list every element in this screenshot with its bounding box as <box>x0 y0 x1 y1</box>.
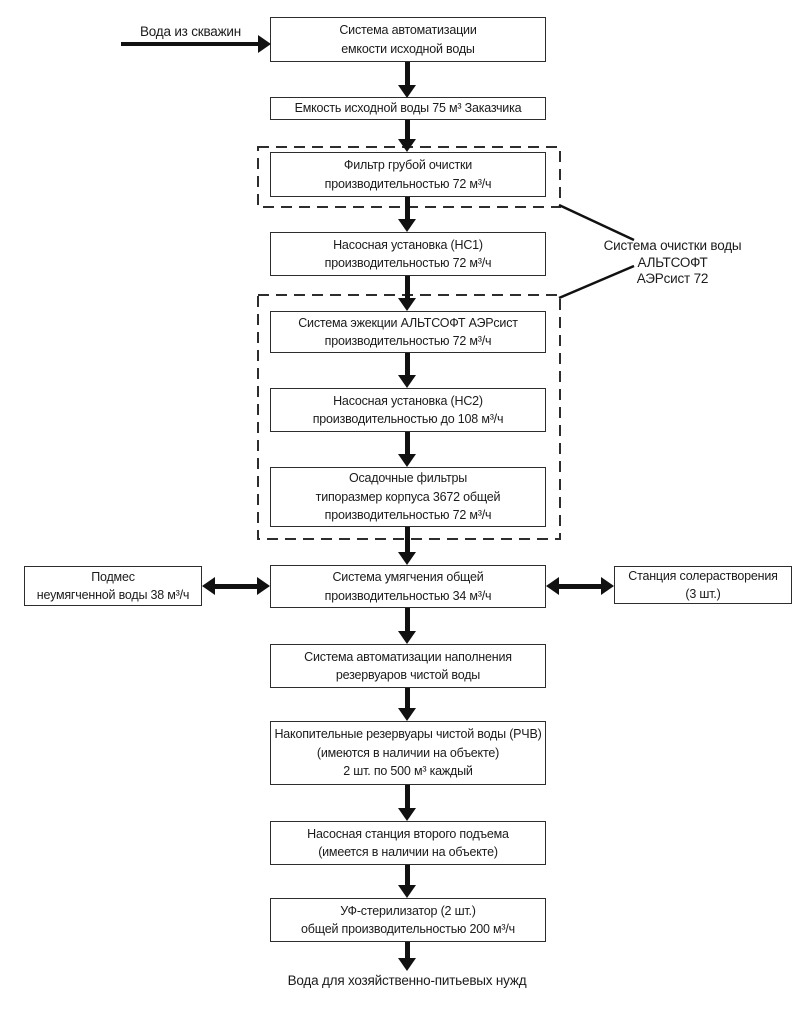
arrow-head-icon <box>398 885 416 898</box>
node-sediment-filters: Осадочные фильтры типоразмер корпуса 367… <box>270 467 546 527</box>
node-coarse-filter: Фильтр грубой очистки производительность… <box>270 152 546 197</box>
arrow-head-icon <box>398 958 416 971</box>
node-automation-source: Система автоматизации емкости исходной в… <box>270 17 546 62</box>
node-pump-ns1: Насосная установка (НС1) производительно… <box>270 232 546 276</box>
arrow-head-icon <box>398 219 416 232</box>
arrow-head-icon <box>398 298 416 311</box>
exchange-arrow-blend <box>202 577 270 595</box>
node-salt-station: Станция солерастворения (3 шт.) <box>614 566 792 604</box>
node-clean-water-tanks: Накопительные резервуары чистой воды (РЧ… <box>270 721 546 785</box>
arrow-shaft <box>404 432 410 454</box>
arrow-shaft <box>404 688 410 708</box>
flow-arrow-to-sediment-filters <box>398 432 416 467</box>
flow-arrow-to-ejection <box>398 276 416 311</box>
output-water-label: Вода для хозяйственно-питьевых нужд <box>287 973 527 988</box>
node-blend-unsoftened: Подмес неумягченной воды 38 м³/ч <box>24 566 202 606</box>
arrow-head-icon <box>202 577 215 595</box>
node-ejection-system: Система эжекции АЛЬТСОФТ АЭРсист произво… <box>270 311 546 353</box>
input-flow-arrow <box>121 35 271 53</box>
node-source-tank: Емкость исходной воды 75 м³ Заказчика <box>270 97 546 120</box>
annotation-connector-top <box>558 203 635 242</box>
arrow-shaft <box>559 583 601 589</box>
node-pump-ns2: Насосная установка (НС2) производительно… <box>270 388 546 432</box>
arrow-shaft <box>404 608 410 631</box>
arrow-head-icon <box>398 631 416 644</box>
arrow-head-icon <box>398 808 416 821</box>
flow-arrow-to-pump-ns1 <box>398 197 416 232</box>
flow-arrow-to-clean-tanks <box>398 688 416 721</box>
arrow-shaft <box>404 353 410 375</box>
flow-arrow-to-output <box>398 942 416 971</box>
flow-arrow-to-coarse-filter <box>398 120 416 152</box>
arrow-shaft <box>404 62 410 85</box>
arrow-shaft <box>404 197 410 219</box>
arrow-head-icon <box>601 577 614 595</box>
treatment-system-annotation: Система очистки воды АЛЬТСОФТ АЭРсист 72 <box>603 238 742 286</box>
arrow-head-icon <box>398 454 416 467</box>
input-water-label: Вода из скважин <box>139 24 242 39</box>
arrow-head-icon <box>398 85 416 98</box>
arrow-head-icon <box>398 552 416 565</box>
node-second-lift-station: Насосная станция второго подъема (имеетс… <box>270 821 546 865</box>
arrow-head-icon <box>257 577 270 595</box>
flow-arrow-to-pump-ns2 <box>398 353 416 388</box>
node-uv-sterilizer: УФ-стерилизатор (2 шт.) общей производит… <box>270 898 546 942</box>
node-automation-fill: Система автоматизации наполнения резерву… <box>270 644 546 688</box>
arrow-shaft <box>404 120 410 139</box>
node-softening-system: Система умягчения общей производительнос… <box>270 565 546 608</box>
flow-arrow-to-uv <box>398 865 416 898</box>
arrow-shaft <box>404 276 410 298</box>
arrow-head-icon <box>398 375 416 388</box>
arrow-head-icon <box>546 577 559 595</box>
arrow-shaft <box>404 865 410 885</box>
arrow-head-icon <box>258 35 271 53</box>
arrow-shaft <box>404 785 410 808</box>
flow-arrow-to-source-tank <box>398 62 416 98</box>
arrow-head-icon <box>398 708 416 721</box>
arrow-shaft <box>404 942 410 958</box>
arrow-shaft <box>215 583 257 589</box>
arrow-shaft <box>121 42 258 46</box>
exchange-arrow-salt-station <box>546 577 614 595</box>
flow-arrow-to-automation-fill <box>398 608 416 644</box>
flow-arrow-to-softening <box>398 527 416 565</box>
arrow-shaft <box>404 527 410 552</box>
arrow-head-icon <box>398 139 416 152</box>
flow-arrow-to-second-lift <box>398 785 416 821</box>
